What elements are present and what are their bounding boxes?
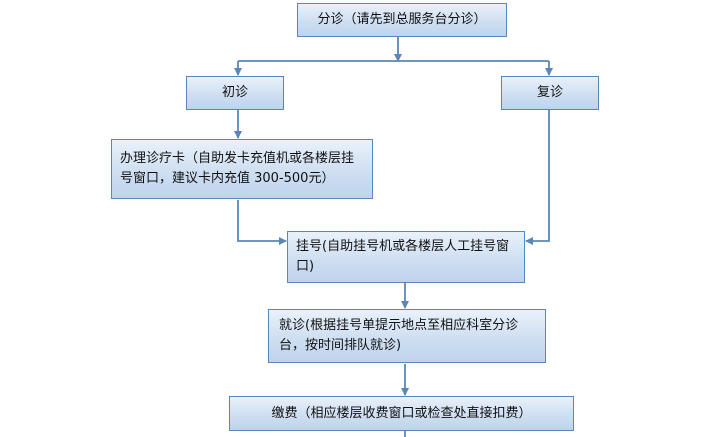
node-consult: 就诊(根据挂号单提示地点至相应科室分诊台，按时间排队就诊) <box>268 309 546 363</box>
node-card-label: 办理诊疗卡（自助发卡充值机或各楼层挂号窗口，建议卡内充值 300-500元） <box>120 151 355 186</box>
node-register-label: 挂号(自助挂号机或各楼层人工挂号窗口) <box>296 239 510 274</box>
node-consult-label: 就诊(根据挂号单提示地点至相应科室分诊台，按时间排队就诊) <box>279 318 519 353</box>
node-return-visit: 复诊 <box>501 76 599 110</box>
node-first-visit-label: 初诊 <box>221 85 248 100</box>
node-triage-label: 分诊（请先到总服务台分诊） <box>317 12 487 27</box>
node-return-visit-label: 复诊 <box>536 85 563 100</box>
node-triage: 分诊（请先到总服务台分诊） <box>297 3 507 37</box>
node-card: 办理诊疗卡（自助发卡充值机或各楼层挂号窗口，建议卡内充值 300-500元） <box>111 139 373 199</box>
node-register: 挂号(自助挂号机或各楼层人工挂号窗口) <box>287 231 525 283</box>
node-first-visit: 初诊 <box>186 76 284 110</box>
node-payment: 缴费（相应楼层收费窗口或检查处直接扣费） <box>229 396 574 431</box>
edge-return-to-register <box>525 110 550 245</box>
node-payment-label: 缴费（相应楼层收费窗口或检查处直接扣费） <box>271 405 532 421</box>
edge-card-to-register <box>237 200 287 245</box>
